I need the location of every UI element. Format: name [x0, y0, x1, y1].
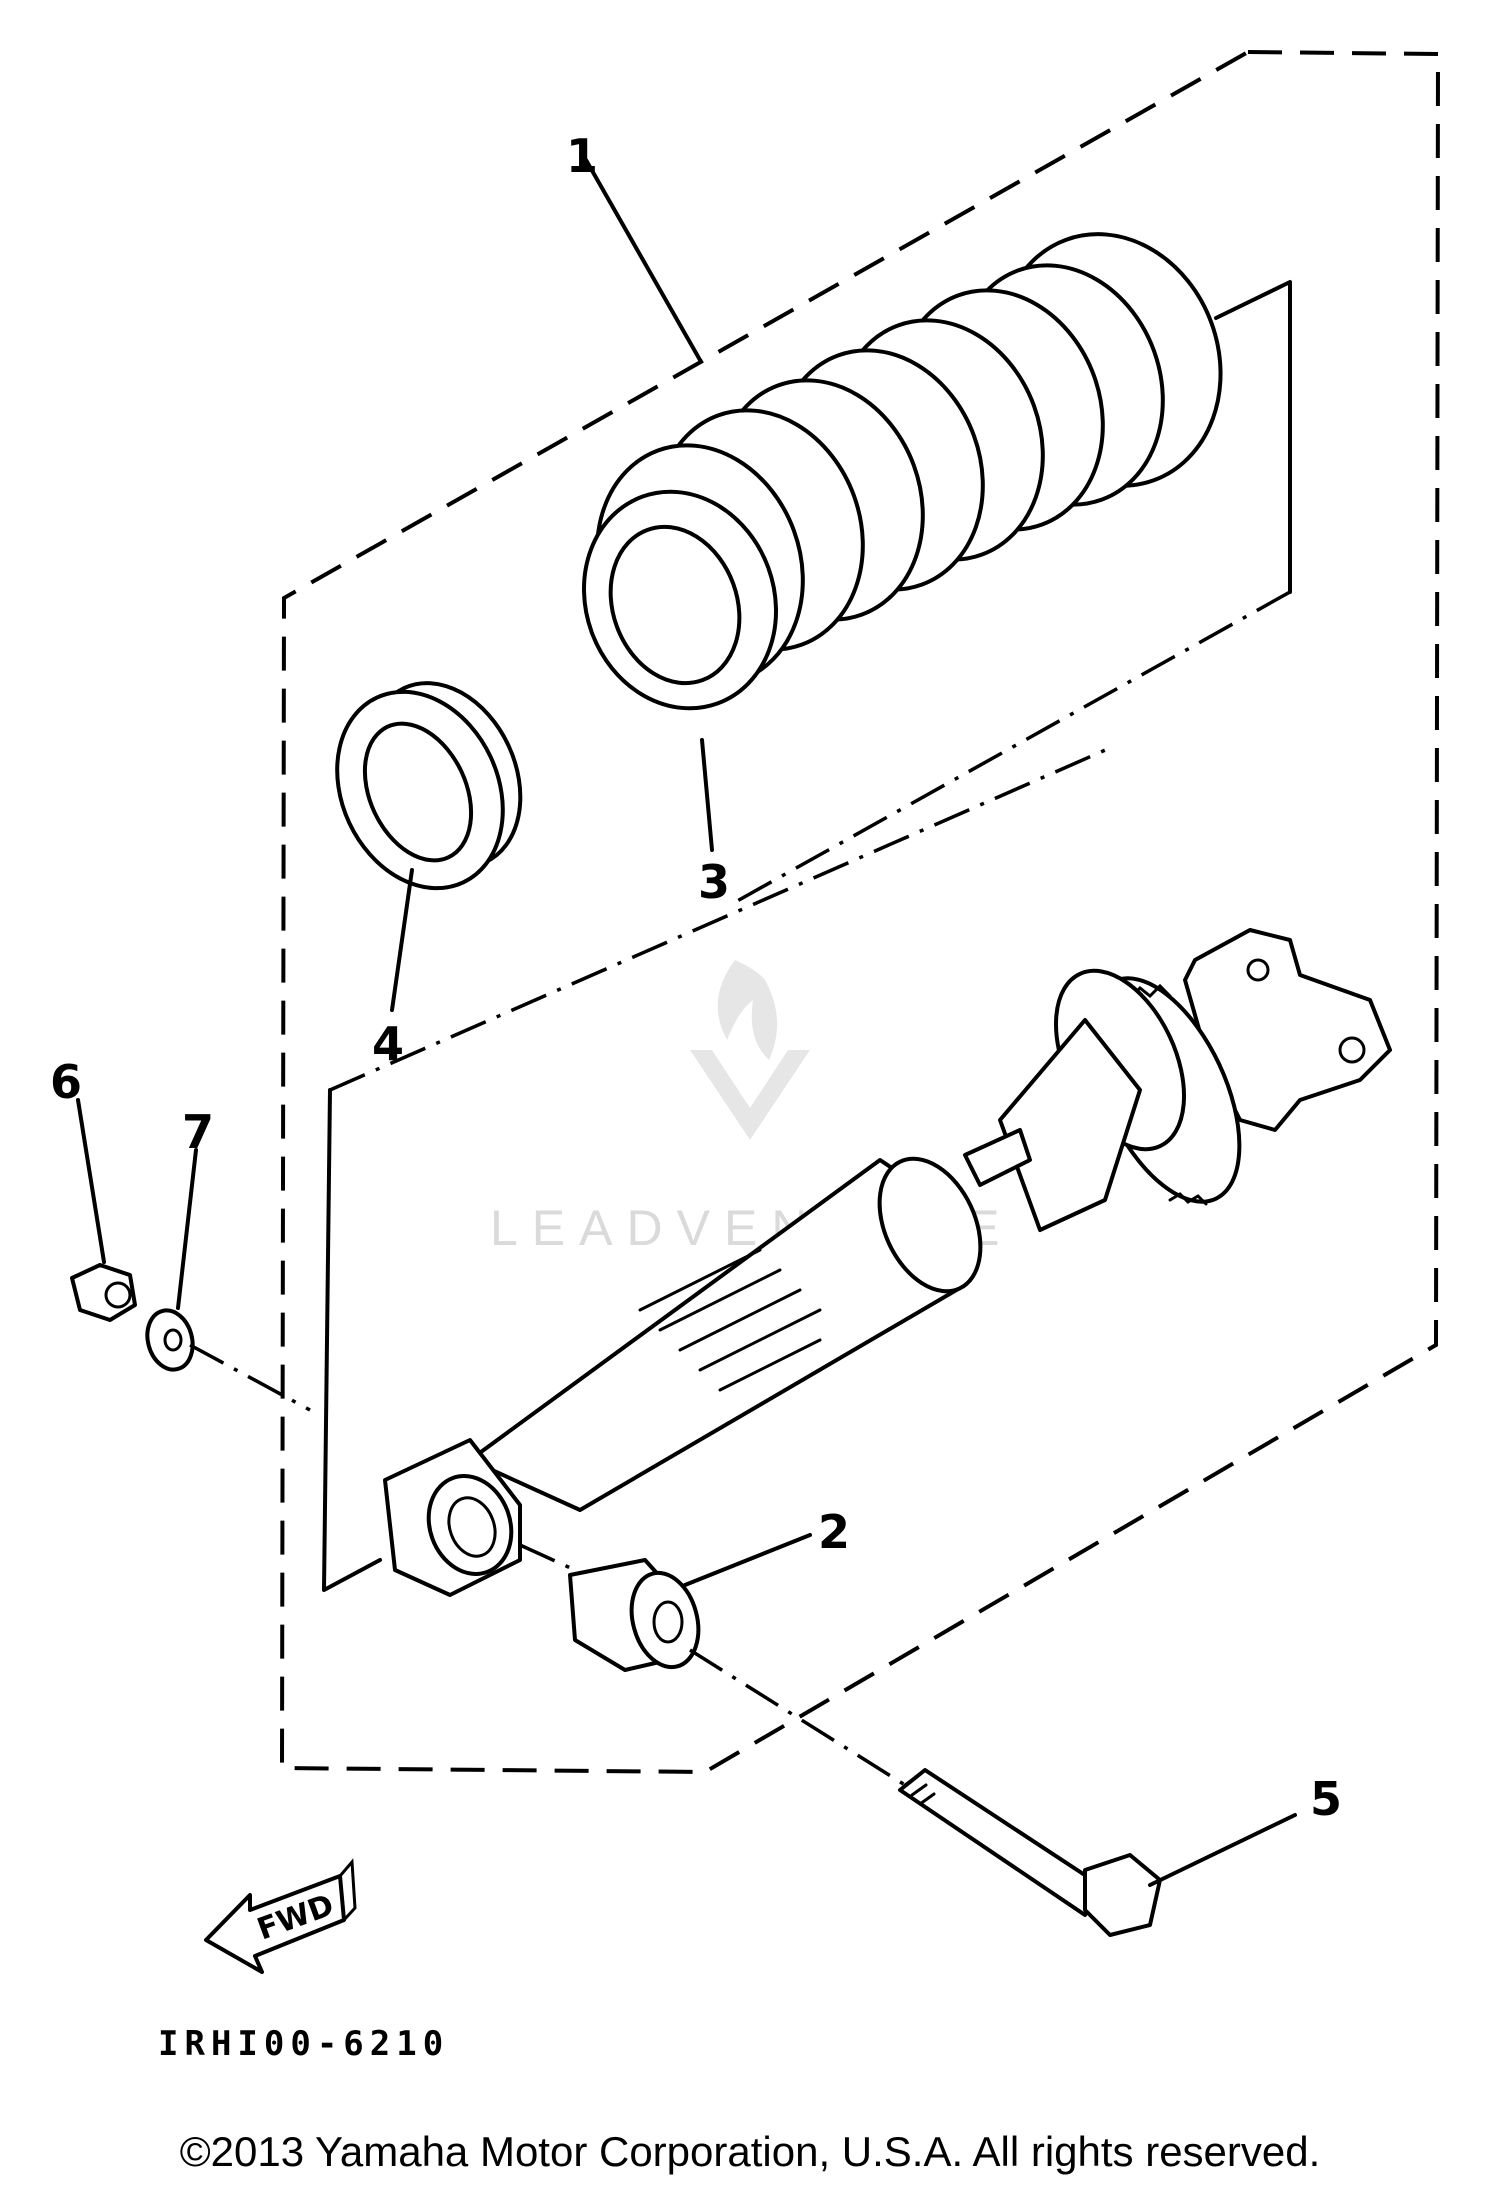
- fwd-arrow: FWD: [204, 1858, 357, 1974]
- callout-6: 6: [50, 1055, 82, 1109]
- callout-7: 7: [182, 1105, 214, 1159]
- callout-1: 1: [566, 129, 598, 183]
- nut: [70, 1263, 137, 1322]
- shock-absorber: [383, 928, 1392, 1597]
- spring-seat: [335, 681, 523, 891]
- callout-4: 4: [372, 1017, 404, 1071]
- callout-3: 3: [698, 855, 730, 909]
- callout-5: 5: [1310, 1772, 1342, 1826]
- assembly-boundary: [279, 49, 1441, 1775]
- diagram-code: IRHI00-6210: [158, 2024, 450, 2064]
- leader-1: [584, 158, 702, 362]
- coil-spring: [581, 232, 1223, 711]
- collar-bushing: [568, 1558, 701, 1672]
- copyright-notice: ©2013 Yamaha Motor Corporation, U.S.A. A…: [179, 2128, 1321, 2175]
- shock-bracket: [322, 1088, 382, 1592]
- callout-2: 2: [818, 1505, 850, 1559]
- washer: [145, 1308, 195, 1372]
- bolt: [898, 1768, 1162, 1937]
- spring-bracket: [1214, 280, 1292, 594]
